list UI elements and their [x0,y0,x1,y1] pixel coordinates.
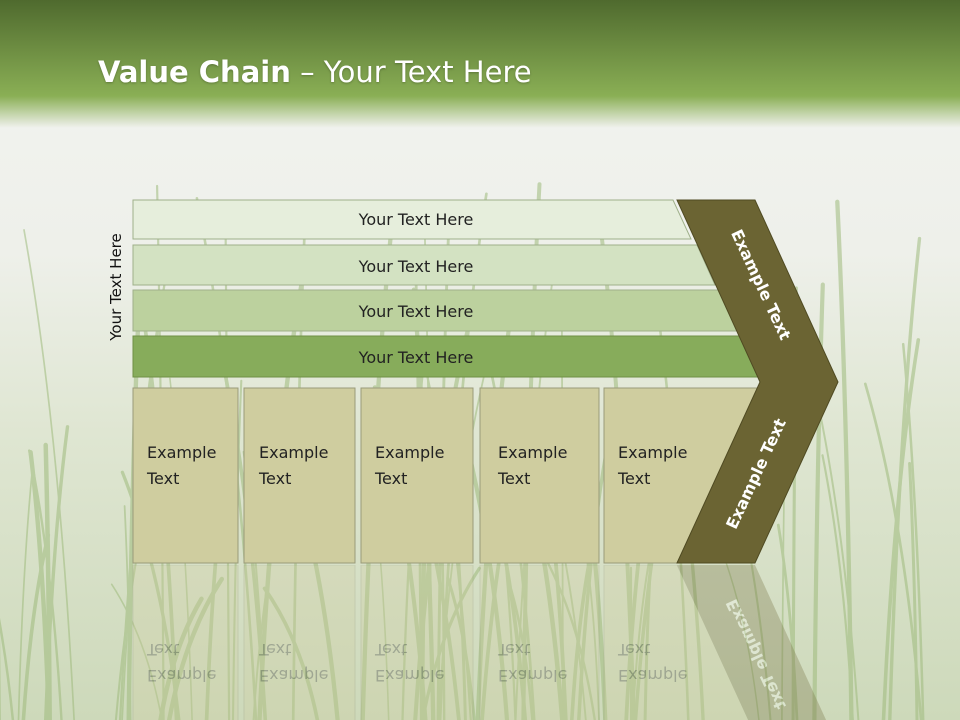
bar-3-label: Your Text Here [358,302,474,321]
box-5-line1-reflection: Example [618,666,687,685]
slide-title: Value Chain – Your Text Here [98,55,532,89]
bar-1: Your Text Here [132,199,692,240]
box-2-reflection: Example Text [243,565,356,720]
box-1-line1-reflection: Example [147,666,216,685]
box-5-line2: Text [617,469,650,488]
box-5-line1: Example [618,443,687,462]
box-2-line2-reflection: Text [258,640,291,659]
box-2: Example Text [243,387,356,564]
slide-title-rest: – Your Text Here [290,55,532,89]
box-2-shape-reflection [243,565,356,720]
box-3-line1: Example [375,443,444,462]
box-4-line1: Example [498,443,567,462]
bar-1-label: Your Text Here [358,210,474,229]
bar-2-shape [132,244,716,286]
box-5-line2-reflection: Text [617,640,650,659]
box-4-shape [479,387,600,564]
box-5-shape-reflection [603,565,752,720]
box-4-line2: Text [497,469,530,488]
box-3-reflection: Example Text [360,565,474,720]
reflection: Example Text Example Text Example Text E… [132,565,827,720]
box-4-shape-reflection [479,565,600,720]
box-2-line1: Example [259,443,328,462]
box-4: Example Text [479,387,600,564]
chevron-shape [676,199,839,564]
box-1-line2-reflection: Text [146,640,179,659]
bar-4-label: Your Text Here [358,348,474,367]
box-4-line2-reflection: Text [497,640,530,659]
slide-title-bold: Value Chain [98,55,291,89]
bar-4: Your Text Here [132,335,764,378]
box-3-shape [360,387,474,564]
box-1-reflection: Example Text [132,565,239,720]
box-3: Example Text [360,387,474,564]
box-1-line2: Text [146,469,179,488]
box-3-line1-reflection: Example [375,666,444,685]
box-2-line1-reflection: Example [259,666,328,685]
box-3-line2-reflection: Text [374,640,407,659]
box-1-line1: Example [147,443,216,462]
box-3-line2: Text [374,469,407,488]
bar-3: Your Text Here [132,289,739,332]
box-1-shape [132,387,239,564]
box-3-shape-reflection [360,565,474,720]
bar-2-label: Your Text Here [358,257,474,276]
bar-1-shape [132,199,692,240]
box-5-reflection: Example Text [603,565,752,720]
box-2-line2: Text [258,469,291,488]
bar-2: Your Text Here [132,244,716,286]
box-1: Example Text [132,387,239,564]
box-4-reflection: Example Text [479,565,600,720]
chevron-reflection [677,565,827,720]
box-1-shape-reflection [132,565,239,720]
box-2-shape [243,387,356,564]
box-4-line1-reflection: Example [498,666,567,685]
